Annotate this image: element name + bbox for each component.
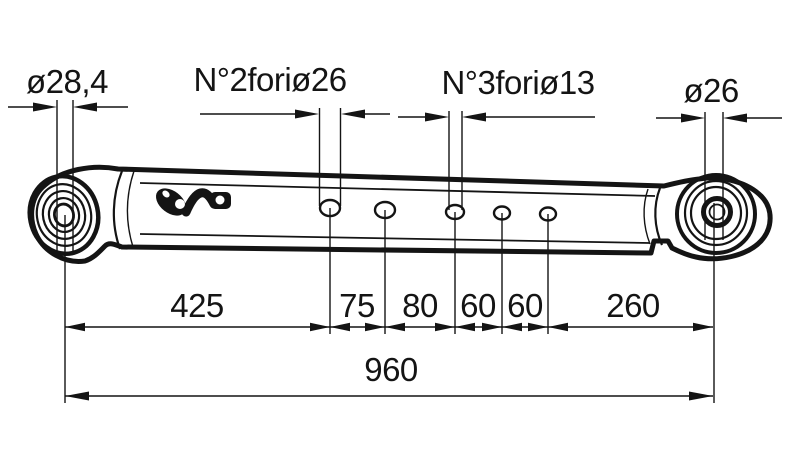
arrowhead-left: [502, 322, 522, 332]
dim-large-holes: N°2foriø26: [193, 61, 390, 119]
arrowhead-right: [425, 112, 449, 122]
arrowhead-right: [295, 109, 319, 119]
label-right-eye-diameter: ø26: [683, 72, 738, 109]
arrowhead-left: [548, 322, 568, 332]
arrowhead-left: [65, 322, 85, 332]
right-ball-ring-3: [689, 185, 743, 241]
right-neck-curve: [654, 187, 664, 246]
arm-bottom-inner-edge: [139, 233, 651, 244]
dim-label-260: 260: [606, 287, 660, 324]
arrowhead-right: [310, 322, 330, 332]
part-outline: [29, 164, 773, 264]
right-ball-bore-inner: [708, 203, 726, 221]
arm-silhouette: [29, 164, 773, 264]
label-left-eye-diameter: ø28,4: [26, 63, 108, 100]
dim-small-holes: N°3foriø13: [398, 64, 595, 122]
arrowhead-right: [693, 322, 713, 332]
dim-chain-row: 425 75 80 60 60 260: [65, 287, 713, 332]
stamp-hole-left: [175, 199, 185, 209]
arrowhead-right: [482, 322, 502, 332]
stamp-teardrop: [162, 190, 170, 198]
arrowhead-right: [528, 322, 548, 332]
arrowhead-left: [65, 391, 89, 401]
label-small-holes: N°3foriø13: [441, 64, 594, 101]
brand-stamp: [155, 188, 231, 217]
dim-label-60a: 60: [460, 287, 496, 324]
stamp-hole-right: [215, 195, 225, 205]
label-large-holes: N°2foriø26: [193, 61, 346, 98]
arrowhead-right: [435, 322, 455, 332]
arrowhead-left: [330, 322, 350, 332]
arrowhead-right: [681, 113, 705, 123]
right-ball-ring-1: [675, 173, 757, 255]
left-ball-ring-4: [47, 196, 81, 234]
right-ball-joint: [675, 173, 757, 255]
extension-lines: [56, 100, 724, 403]
dim-left-eye: ø28,4: [8, 63, 128, 112]
dim-right-eye: ø26: [656, 72, 782, 123]
right-neck-curve-2: [643, 188, 651, 245]
dim-label-60b: 60: [507, 287, 543, 324]
arrowhead-left: [73, 102, 97, 112]
arrowhead-left: [455, 322, 475, 332]
left-ball-ring-1: [27, 173, 101, 257]
arrowhead-right: [365, 322, 385, 332]
arrowhead-left: [385, 322, 405, 332]
arrowhead-left: [723, 113, 747, 123]
arrowhead-left: [341, 109, 365, 119]
right-ball-bore-outer: [701, 196, 733, 228]
dim-label-80: 80: [402, 287, 438, 324]
left-ball-ring-3: [41, 190, 87, 240]
left-ball-joint: [27, 173, 101, 257]
dim-overall: 960: [65, 351, 713, 401]
dim-label-960: 960: [364, 351, 418, 388]
arrowhead-left: [462, 112, 486, 122]
right-ball-ring-2: [683, 179, 749, 247]
dim-label-425: 425: [170, 287, 224, 324]
arrowhead-right: [33, 102, 57, 112]
arrowhead-right: [689, 391, 713, 401]
arm-top-inner-edge: [139, 182, 656, 197]
dim-label-75: 75: [339, 287, 375, 324]
left-neck-curve-2: [126, 170, 135, 248]
left-neck-curve: [112, 170, 124, 250]
